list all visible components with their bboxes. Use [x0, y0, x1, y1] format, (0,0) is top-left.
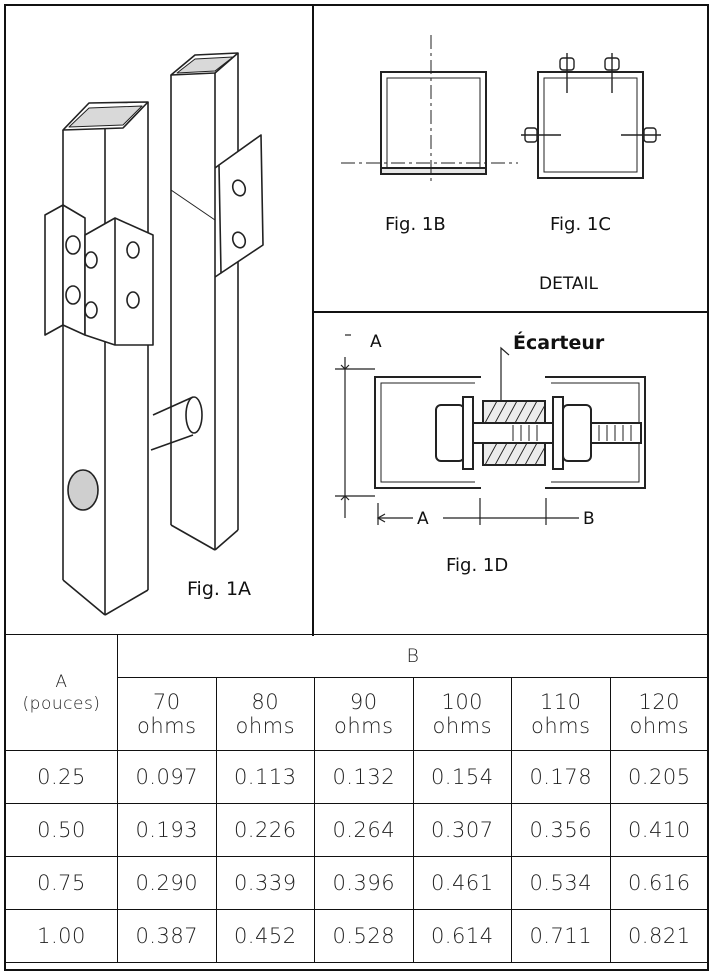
spacer-label: Écarteur	[513, 331, 605, 354]
table-cell: 0.205	[609, 750, 709, 804]
column-header-value: 80	[251, 690, 280, 714]
fig-1b-1c-drawing: Fig. 1B Fig. 1C DETAIL	[341, 35, 661, 294]
row-header-cell: 0.25	[5, 750, 118, 804]
fig-1d-drawing: A Écarteur A B Fig. 1D	[335, 331, 646, 576]
row-header-a-unit: (pouces)	[22, 693, 101, 714]
column-header-unit: ohms	[136, 714, 197, 738]
row-header-a: A (pouces)	[5, 634, 118, 751]
table-cell: 0.387	[117, 909, 217, 963]
table-cell: 0.534	[511, 856, 611, 910]
column-header-unit: ohms	[333, 714, 394, 738]
column-header-value: 120	[638, 690, 681, 714]
detail-label: DETAIL	[539, 274, 599, 294]
table-cell: 0.339	[215, 856, 315, 910]
column-group-header-b: B	[117, 634, 709, 678]
table-cell: 0.616	[609, 856, 709, 910]
table-cell: 0.528	[314, 909, 414, 963]
table-cell: 0.290	[117, 856, 217, 910]
table-cell: 0.264	[314, 803, 414, 857]
column-header-unit: ohms	[235, 714, 296, 738]
column-header-value: 100	[441, 690, 484, 714]
fig-1b-label: Fig. 1B	[385, 214, 446, 235]
row-header-cell: 0.75	[5, 856, 118, 910]
panel-divider-vertical	[312, 5, 314, 636]
table-cell: 0.356	[511, 803, 611, 857]
table-cell: 0.614	[412, 909, 512, 963]
table-cell: 0.132	[314, 750, 414, 804]
fig-1a-drawing: Fig. 1A	[44, 52, 264, 616]
dim-a-bottom-label: A	[417, 509, 429, 529]
fig-1c-label: Fig. 1C	[550, 214, 611, 235]
table-cell: 0.461	[412, 856, 512, 910]
column-header-value: 110	[539, 690, 582, 714]
table-cell: 0.178	[511, 750, 611, 804]
table-cell: 0.307	[412, 803, 512, 857]
row-header-cell: 1.00	[5, 909, 118, 963]
fig-1d-label: Fig. 1D	[446, 555, 508, 576]
column-header-unit: ohms	[530, 714, 591, 738]
column-header-value: 70	[152, 690, 181, 714]
table-cell: 0.711	[511, 909, 611, 963]
table-cell: 0.226	[215, 803, 315, 857]
table-header-row-group: A (pouces) B	[5, 634, 709, 751]
row-header-cell: 0.50	[5, 803, 118, 857]
table-cell: 0.193	[117, 803, 217, 857]
table-cell: 0.821	[609, 909, 709, 963]
panel-divider-detail	[313, 311, 709, 313]
table-cell: 0.396	[314, 856, 414, 910]
row-header-a-label: A	[55, 671, 68, 692]
column-header-value: 90	[349, 690, 378, 714]
dim-a-top-label: A	[370, 332, 382, 352]
dim-b-label: B	[583, 509, 595, 529]
fig-1a-label: Fig. 1A	[187, 578, 251, 600]
column-header-unit: ohms	[629, 714, 690, 738]
table-cell: 0.452	[215, 909, 315, 963]
table-cell: 0.097	[117, 750, 217, 804]
table-cell: 0.410	[609, 803, 709, 857]
column-header-unit: ohms	[432, 714, 493, 738]
table-cell: 0.113	[215, 750, 315, 804]
table-cell: 0.154	[412, 750, 512, 804]
figure-frame	[4, 4, 709, 971]
